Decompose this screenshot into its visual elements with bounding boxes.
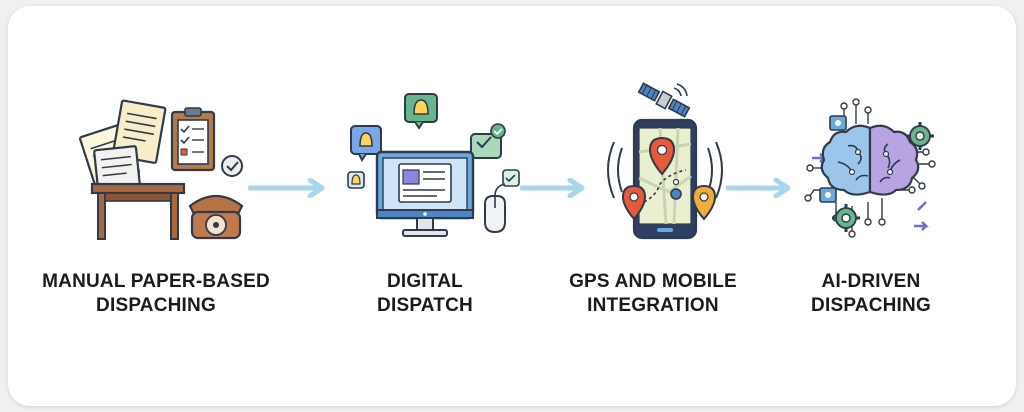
ai-brain-circuit-icon	[804, 98, 936, 238]
stage-label-line2: INTEGRATION	[587, 295, 719, 316]
arrow-3-icon	[726, 178, 791, 198]
stage-label-line1: MANUAL PAPER-BASED	[42, 271, 270, 292]
stage-label-ai: AI-DRIVEN DISPACHING	[766, 270, 976, 318]
stage-label-manual: MANUAL PAPER-BASED DISPACHING	[16, 270, 296, 318]
timeline-card: MANUAL PAPER-BASED DISPACHING DIGITAL DI…	[8, 6, 1016, 406]
stage-label-digital: DIGITAL DISPATCH	[320, 270, 530, 318]
stage-label-gps: GPS AND MOBILE INTEGRATION	[548, 270, 758, 318]
stage-label-line1: DIGITAL	[387, 271, 463, 292]
arrow-2-icon	[520, 178, 585, 198]
arrow-1-icon	[248, 178, 325, 198]
paper-desk-phone-icon	[79, 99, 244, 240]
stage-label-line2: DISPACHING	[96, 295, 216, 316]
stage-label-line1: GPS AND MOBILE	[569, 271, 737, 292]
stage-label-line1: AI-DRIVEN	[821, 271, 921, 292]
smartphone-map-icon	[607, 82, 723, 240]
stage-label-line2: DISPATCH	[377, 295, 473, 316]
stage-label-line2: DISPACHING	[811, 295, 931, 316]
computer-notifications-icon	[347, 93, 520, 237]
